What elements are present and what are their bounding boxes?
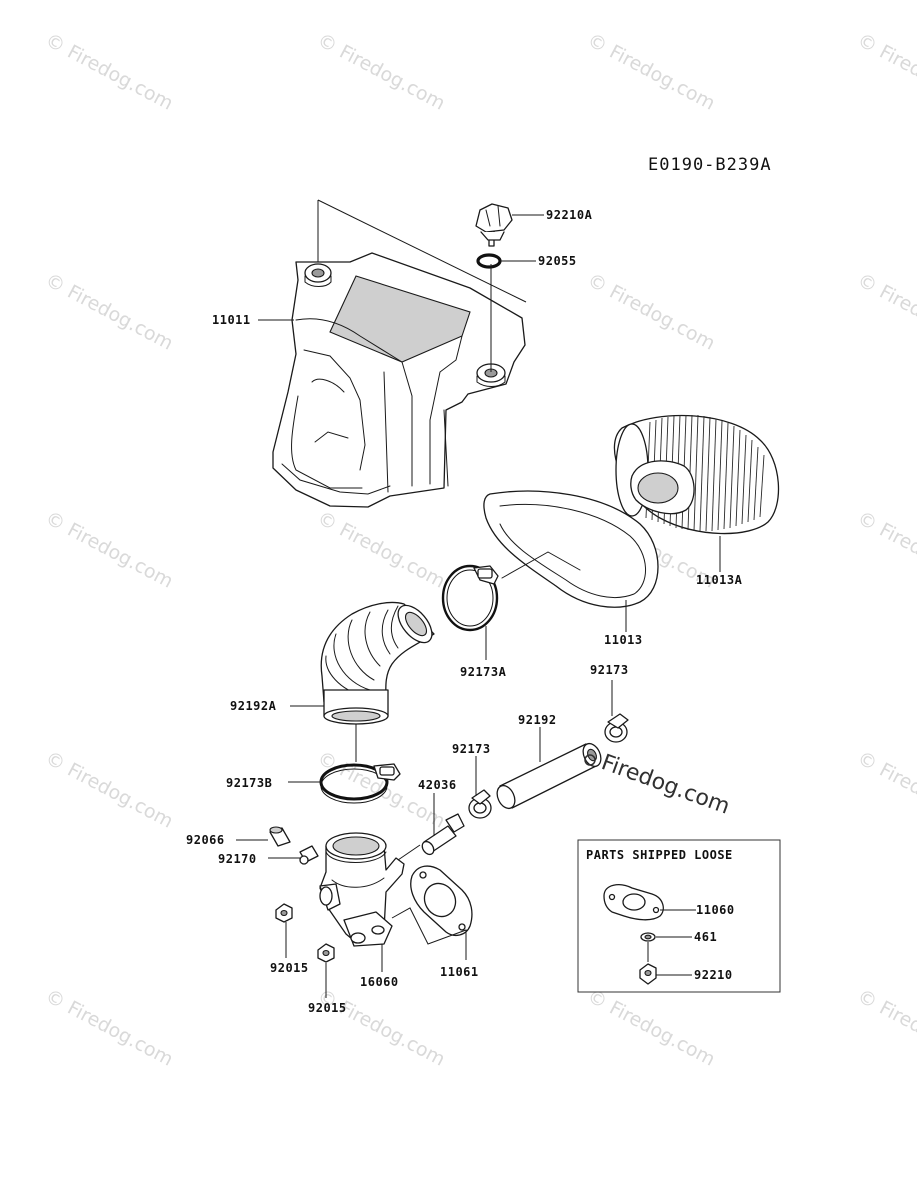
part-42036-fitting[interactable] bbox=[420, 813, 465, 857]
watermark-text: © Firedog.com bbox=[42, 747, 177, 833]
part-92173-small-clamp-mid[interactable] bbox=[468, 789, 492, 819]
part-92210A-wing-nut[interactable] bbox=[475, 203, 513, 247]
parts-shipped-loose-box: PARTS SHIPPED LOOSE 11060 461 92210 bbox=[577, 839, 781, 993]
watermark-text: © Firedog.com bbox=[854, 29, 917, 115]
part-92170-clamp[interactable] bbox=[299, 845, 319, 865]
part-92055-o-ring[interactable] bbox=[476, 253, 502, 269]
watermark-text: © Firedog.com bbox=[854, 985, 917, 1071]
callout-92173A: 92173A bbox=[460, 665, 507, 679]
callout-92192: 92192 bbox=[518, 713, 557, 727]
part-92173B-hose-clamp[interactable] bbox=[319, 763, 401, 804]
part-461-washer[interactable] bbox=[640, 932, 656, 942]
loose-callout-92210: 92210 bbox=[694, 968, 733, 982]
callout-92173-top: 92173 bbox=[590, 663, 629, 677]
background-watermarks: © Firedog.com © Firedog.com © Firedog.co… bbox=[42, 29, 917, 1071]
callout-11061: 11061 bbox=[440, 965, 479, 979]
firedog-watermark: Firedog.com bbox=[584, 750, 733, 820]
watermark-text: © Firedog.com bbox=[314, 29, 449, 115]
watermark-text: © Firedog.com bbox=[42, 29, 177, 115]
callout-92015-a: 92015 bbox=[270, 961, 309, 975]
watermark-text: © Firedog.com bbox=[42, 985, 177, 1071]
watermark-text: © Firedog.com bbox=[314, 985, 449, 1071]
callout-42036: 42036 bbox=[418, 778, 457, 792]
watermark-large-text: Firedog.com bbox=[598, 750, 733, 820]
part-11011-air-cleaner-cover[interactable] bbox=[272, 252, 526, 508]
callout-92210A: 92210A bbox=[546, 208, 593, 222]
callout-92173B: 92173B bbox=[226, 776, 272, 790]
part-92066-plug[interactable] bbox=[269, 826, 291, 847]
part-16060-intake-pipe[interactable] bbox=[319, 832, 405, 947]
callout-16060: 16060 bbox=[360, 975, 399, 989]
callout-11013: 11013 bbox=[604, 633, 643, 647]
loose-callout-461: 461 bbox=[694, 930, 717, 944]
callout-92055: 92055 bbox=[538, 254, 577, 268]
callout-11013A: 11013A bbox=[696, 573, 743, 587]
callout-92066: 92066 bbox=[186, 833, 225, 847]
watermark-text: © Firedog.com bbox=[314, 507, 449, 593]
part-11060-gasket[interactable] bbox=[603, 884, 664, 921]
part-92192A-elbow-hose[interactable] bbox=[320, 599, 438, 725]
part-11061-gasket[interactable] bbox=[410, 865, 473, 937]
part-92173-small-clamp-top[interactable] bbox=[604, 713, 629, 743]
watermark-text: © Firedog.com bbox=[854, 747, 917, 833]
watermark-text: © Firedog.com bbox=[584, 269, 719, 355]
callout-92173-mid: 92173 bbox=[452, 742, 491, 756]
callout-92170: 92170 bbox=[218, 852, 257, 866]
watermark-text: © Firedog.com bbox=[42, 507, 177, 593]
loose-callout-11060: 11060 bbox=[696, 903, 735, 917]
callout-labels: 92210A 92055 11011 11013A 11013 92173A 9… bbox=[186, 208, 743, 1015]
callout-92015-b: 92015 bbox=[308, 1001, 347, 1015]
part-11013A-filter-element[interactable] bbox=[613, 414, 780, 535]
watermark-text: © Firedog.com bbox=[854, 507, 917, 593]
part-92015-nut-b[interactable] bbox=[317, 943, 335, 963]
part-92210-nut[interactable] bbox=[639, 963, 657, 985]
watermark-text: © Firedog.com bbox=[584, 985, 719, 1071]
part-92173A-hose-clamp[interactable] bbox=[441, 564, 499, 632]
part-92192-hose[interactable] bbox=[494, 741, 605, 812]
part-92015-nut-a[interactable] bbox=[275, 903, 293, 923]
watermark-text: © Firedog.com bbox=[584, 29, 719, 115]
callout-92192A: 92192A bbox=[230, 699, 277, 713]
leader-lines bbox=[236, 199, 721, 998]
diagram-code: E0190-B239A bbox=[648, 155, 772, 175]
part-11013-pre-cleaner[interactable] bbox=[483, 490, 659, 608]
callout-11011: 11011 bbox=[212, 313, 251, 327]
watermark-text: © Firedog.com bbox=[42, 269, 177, 355]
loose-box-title: PARTS SHIPPED LOOSE bbox=[586, 848, 733, 862]
watermark-text: © Firedog.com bbox=[854, 269, 917, 355]
